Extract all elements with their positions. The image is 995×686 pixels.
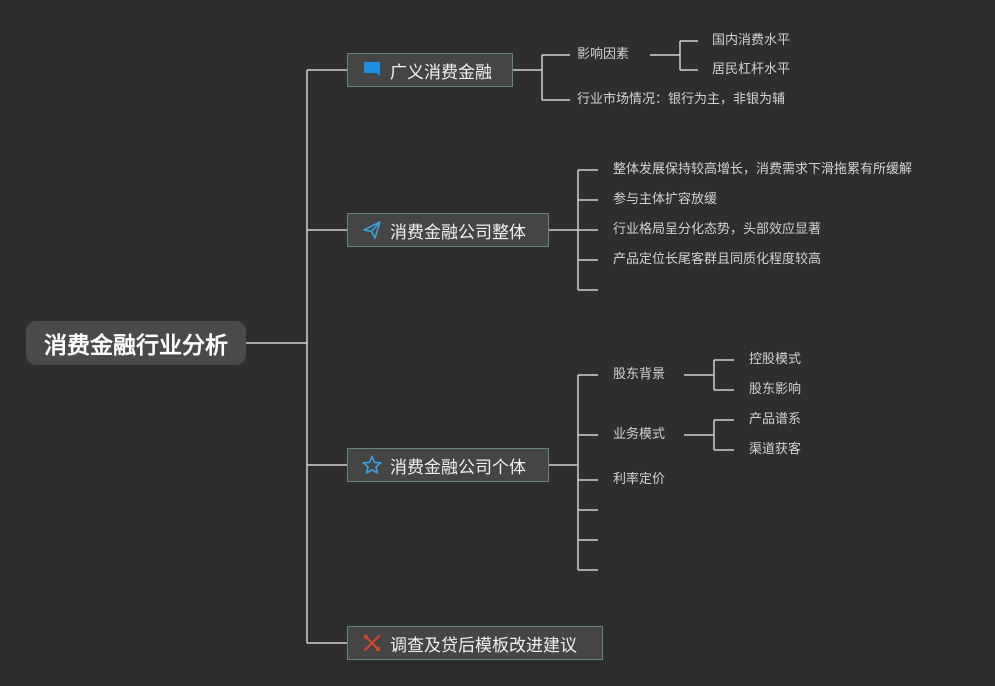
node-interest-pricing[interactable]: 利率定价 bbox=[613, 472, 666, 487]
topic-label: 调查及贷后模板改进建议 bbox=[390, 635, 577, 656]
node-shareholder-influence[interactable]: 股东影响 bbox=[749, 382, 802, 397]
node-product-positioning[interactable]: 产品定位长尾客群且同质化程度较高 bbox=[613, 252, 822, 267]
tools-icon bbox=[362, 633, 382, 653]
node-influence-factors[interactable]: 影响因素 bbox=[577, 47, 630, 62]
topic-broad-consumer-finance[interactable]: 广义消费金融 bbox=[347, 53, 513, 87]
topic-label: 消费金融公司整体 bbox=[390, 222, 526, 243]
flag-icon bbox=[362, 60, 382, 80]
node-business-model[interactable]: 业务模式 bbox=[613, 427, 666, 442]
topic-template-improvement[interactable]: 调查及贷后模板改进建议 bbox=[347, 626, 603, 660]
node-channel-acquisition[interactable]: 渠道获客 bbox=[749, 442, 802, 457]
topic-companies-overall[interactable]: 消费金融公司整体 bbox=[347, 213, 549, 247]
topic-companies-individual[interactable]: 消费金融公司个体 bbox=[347, 448, 549, 482]
topic-label: 消费金融公司个体 bbox=[390, 457, 526, 478]
node-domestic-consumption[interactable]: 国内消费水平 bbox=[712, 33, 791, 48]
node-household-leverage[interactable]: 居民杠杆水平 bbox=[712, 62, 791, 77]
root-topic[interactable]: 消费金融行业分析 bbox=[26, 321, 246, 365]
node-overall-growth[interactable]: 整体发展保持较高增长，消费需求下滑拖累有所缓解 bbox=[613, 162, 913, 177]
star-icon bbox=[362, 455, 382, 475]
node-product-spectrum[interactable]: 产品谱系 bbox=[749, 412, 802, 427]
node-holding-model[interactable]: 控股模式 bbox=[749, 352, 802, 367]
node-shareholder-background[interactable]: 股东背景 bbox=[613, 367, 666, 382]
topic-label: 广义消费金融 bbox=[390, 62, 492, 83]
node-industry-pattern[interactable]: 行业格局呈分化态势，头部效应显著 bbox=[613, 222, 822, 237]
node-participant-expansion[interactable]: 参与主体扩容放缓 bbox=[613, 192, 718, 207]
node-market-situation[interactable]: 行业市场情况：银行为主，非银为辅 bbox=[577, 92, 786, 107]
paper-plane-icon bbox=[362, 220, 382, 240]
root-label: 消费金融行业分析 bbox=[44, 333, 228, 359]
